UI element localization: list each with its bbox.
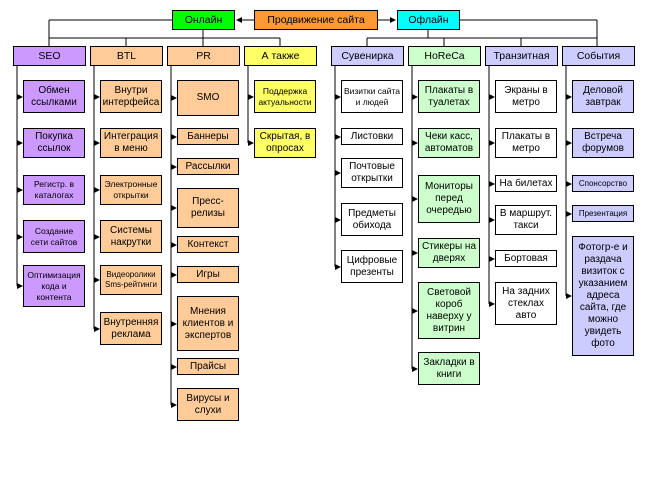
list-item-hor: Закладки в книги <box>418 352 480 385</box>
column-header-seo: SEO <box>13 46 86 66</box>
list-item-suv: Визитки сайта и людей <box>341 80 403 113</box>
list-item-btl: Видеоролики Sms-рейтинги <box>100 265 162 295</box>
list-item-hor: Световой короб наверху у витрин <box>418 282 480 339</box>
column-header-tran: Транзитная <box>485 46 558 66</box>
column-header-hor: HoReCa <box>408 46 481 66</box>
list-item-pr: Рассылки <box>177 158 239 175</box>
list-item-tran: Плакаты в метро <box>495 128 557 158</box>
list-item-pr: SMO <box>177 80 239 116</box>
list-item-pr: Мнения клиентов и экспертов <box>177 296 239 351</box>
list-item-hor: Мониторы перед очередью <box>418 175 480 223</box>
list-item-ev: Презентация <box>572 205 634 222</box>
list-item-hor: Плакаты в туалетах <box>418 80 480 113</box>
list-item-hor: Чеки касс, автоматов <box>418 128 480 158</box>
list-item-btl: Электронные открытки <box>100 175 162 205</box>
list-item-pr: Вирусы и слухи <box>177 388 239 421</box>
column-header-pr: PR <box>167 46 240 66</box>
column-header-also: А также <box>244 46 317 66</box>
online-node: Онлайн <box>172 10 235 30</box>
list-item-tran: На задних стеклах авто <box>495 282 557 325</box>
column-header-suv: Сувенирка <box>331 46 404 66</box>
list-item-seo: Регистр. в каталогах <box>23 175 85 205</box>
list-item-pr: Контекст <box>177 236 239 253</box>
site-promotion-node: Продвижение сайта <box>254 10 378 30</box>
list-item-ev: Спонсорство <box>572 175 634 192</box>
list-item-seo: Оптимизация кода и контента <box>23 265 85 307</box>
list-item-btl: Внутренняя реклама <box>100 312 162 345</box>
list-item-suv: Почтовые открытки <box>341 158 403 188</box>
list-item-btl: Внутри интерфейса <box>100 80 162 113</box>
list-item-btl: Интеграция в меню <box>100 128 162 158</box>
column-header-btl: BTL <box>90 46 163 66</box>
list-item-tran: В маршрут. такси <box>495 205 557 235</box>
list-item-tran: Экраны в метро <box>495 80 557 113</box>
list-item-suv: Предметы обихода <box>341 203 403 236</box>
list-item-pr: Прайсы <box>177 358 239 375</box>
list-item-tran: На билетах <box>495 175 557 192</box>
list-item-hor: Стикеры на дверях <box>418 238 480 268</box>
list-item-seo: Обмен ссылками <box>23 80 85 113</box>
list-item-pr: Пресс-релизы <box>177 188 239 228</box>
offline-node: Офлайн <box>397 10 460 30</box>
list-item-suv: Листовки <box>341 128 403 145</box>
list-item-tran: Бортовая <box>495 250 557 267</box>
list-item-pr: Баннеры <box>177 128 239 145</box>
list-item-seo: Покупка ссылок <box>23 128 85 158</box>
list-item-pr: Игры <box>177 266 239 283</box>
list-item-seo: Создание сети сайтов <box>23 220 85 253</box>
list-item-btl: Системы накрутки <box>100 220 162 253</box>
column-header-ev: События <box>562 46 635 66</box>
list-item-suv: Цифровые презенты <box>341 250 403 283</box>
list-item-also: Скрытая, в опросах <box>254 128 316 158</box>
list-item-ev: Деловой завтрак <box>572 80 634 113</box>
list-item-ev: Фотогр-е и раздача визиток с указанием а… <box>572 236 634 356</box>
list-item-also: Поддержка актуальности <box>254 80 316 113</box>
list-item-ev: Встреча форумов <box>572 128 634 158</box>
